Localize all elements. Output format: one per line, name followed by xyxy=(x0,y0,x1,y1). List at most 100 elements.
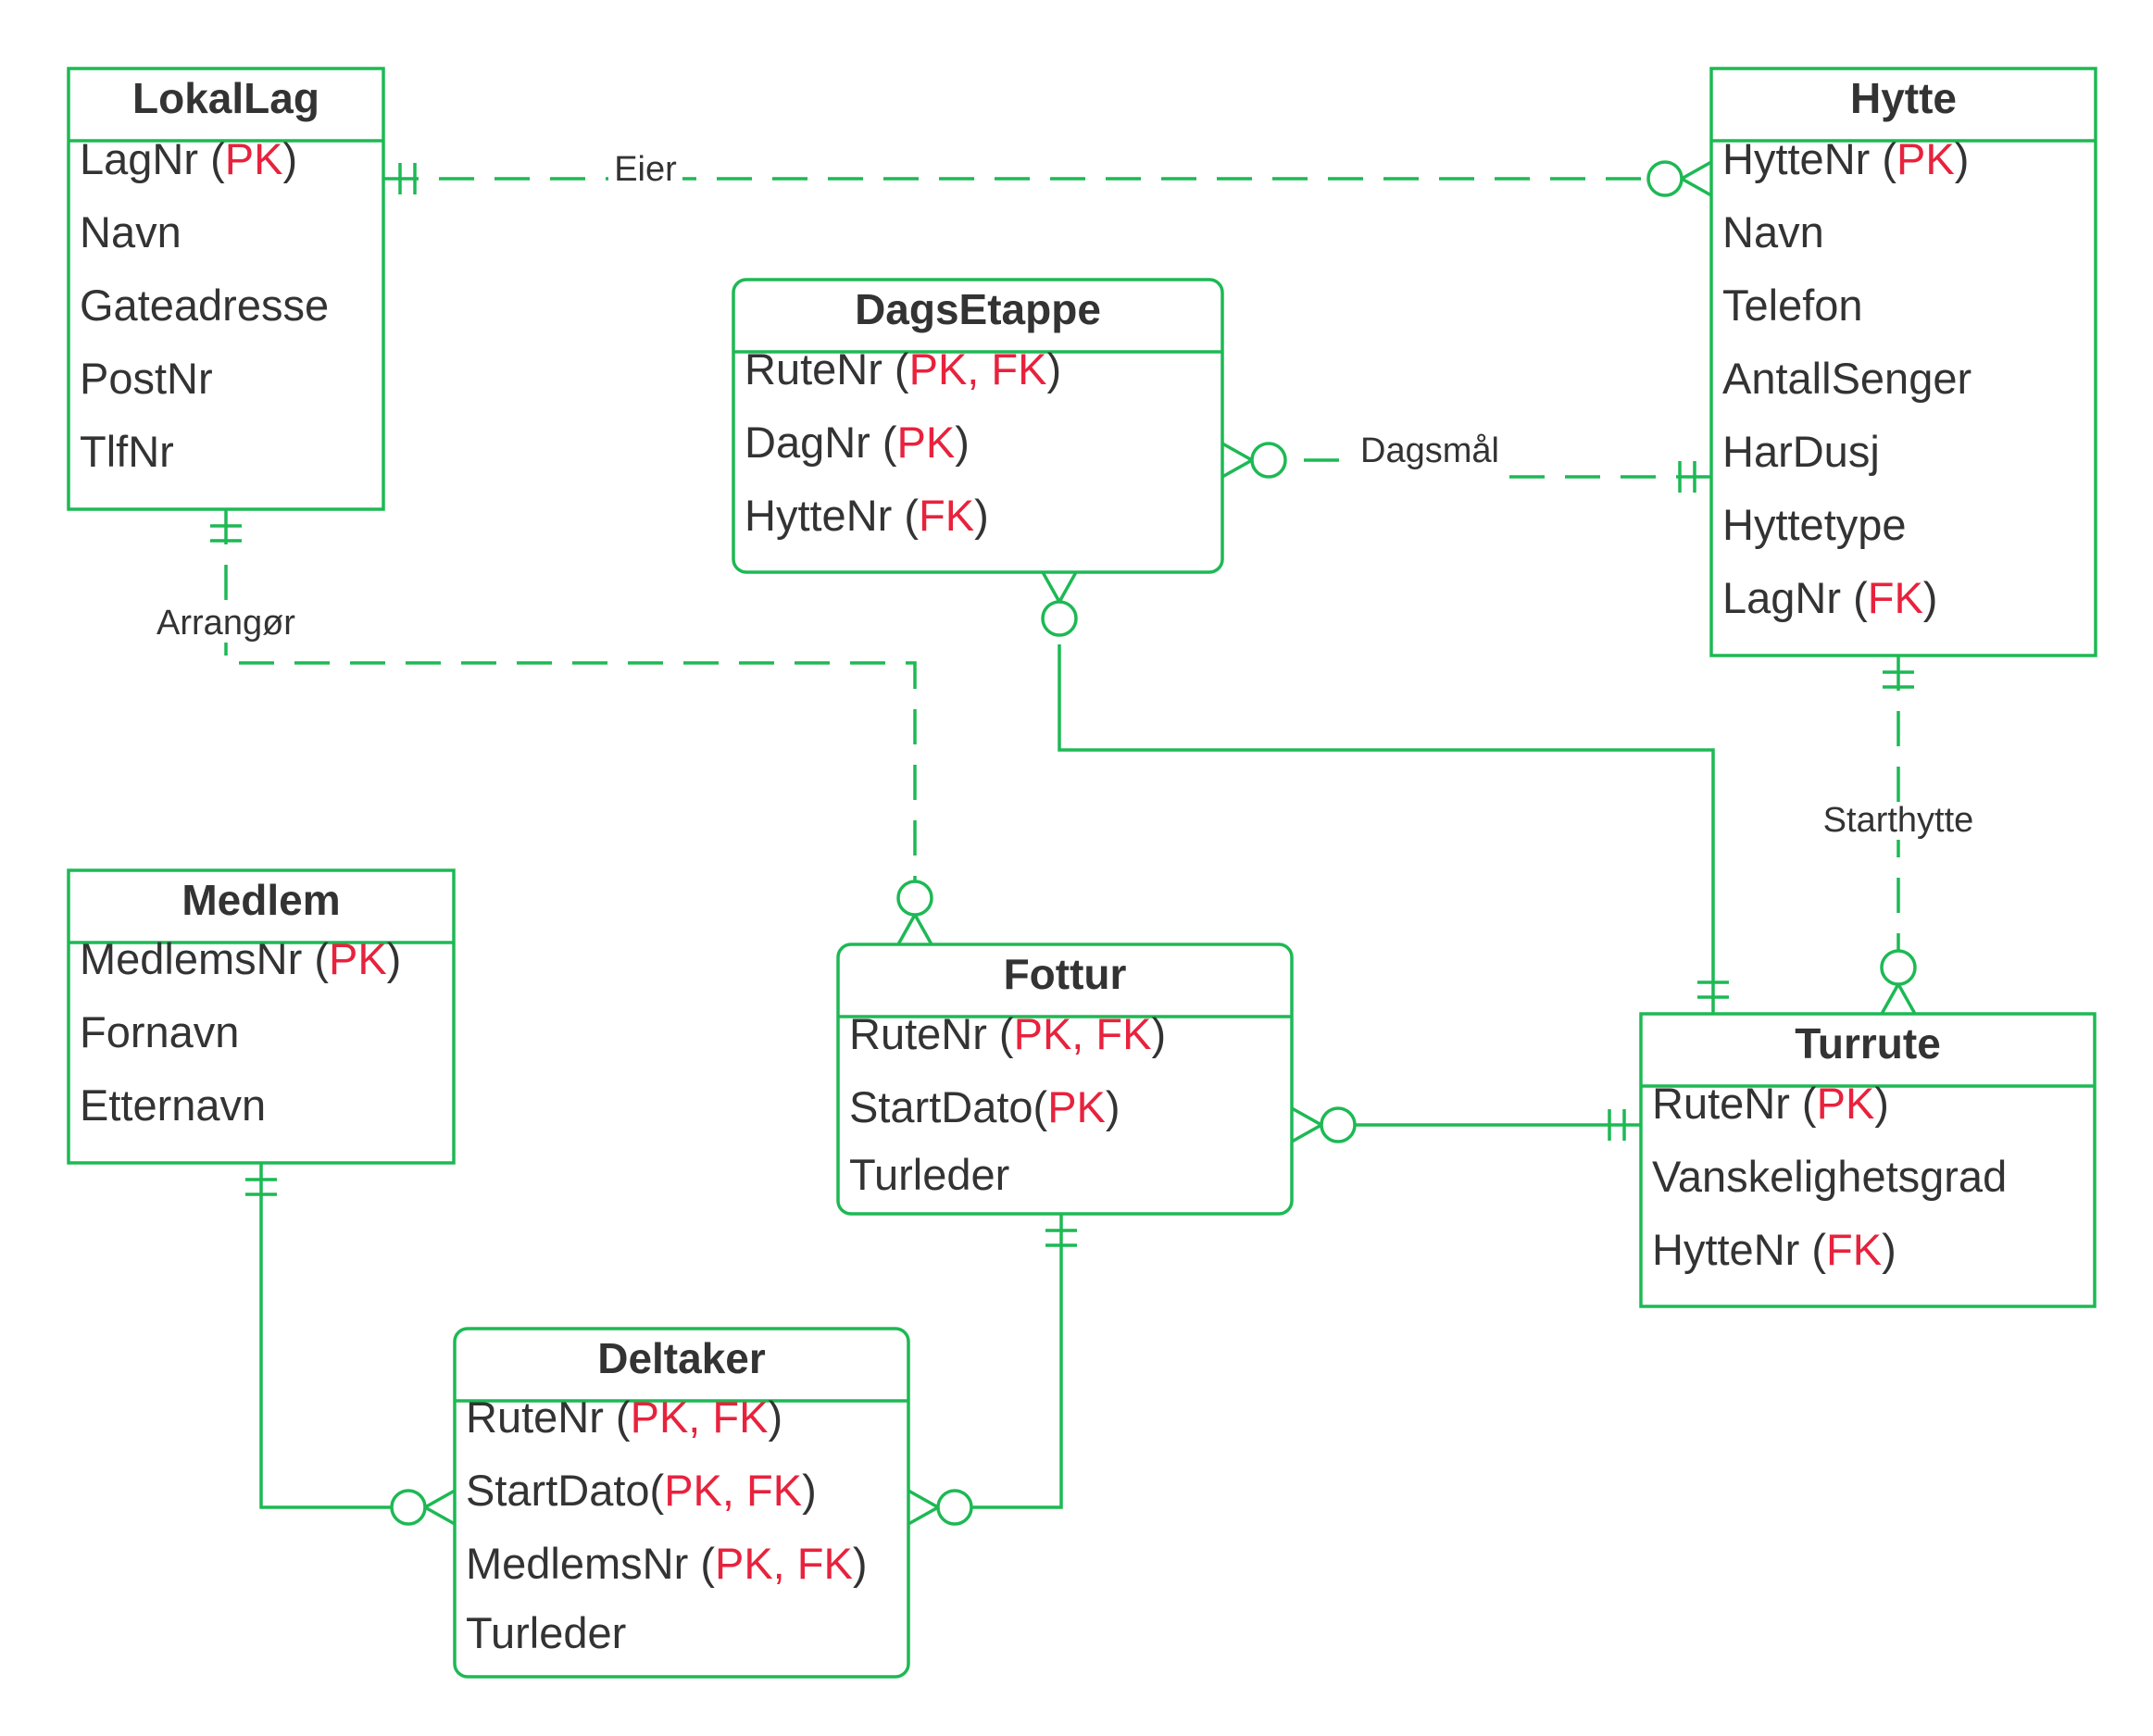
lokallag-attr-postnr: PostNr xyxy=(80,354,213,403)
fottur-attr-startdato: StartDato(PK) xyxy=(849,1082,1120,1131)
attr-close: ) xyxy=(974,491,989,540)
attr-close: ) xyxy=(387,934,402,983)
relationship-connectors xyxy=(210,160,1917,1526)
crow-foot xyxy=(1221,442,1256,479)
fottur-box xyxy=(836,943,1294,1216)
hytte-title: Hytte xyxy=(1850,74,1957,122)
attr-close: ) xyxy=(853,1539,868,1588)
zero-circle xyxy=(1250,442,1287,479)
deltaker-attr-medlemsnr: MedlemsNr (PK, FK) xyxy=(466,1539,868,1588)
medlem-title: Medlem xyxy=(182,876,340,924)
label-bg xyxy=(1810,803,1986,840)
arrangor-end-fottur xyxy=(896,880,933,945)
attr-name: MedlemsNr ( xyxy=(80,934,329,983)
attr-name: Hyttetype xyxy=(1722,500,1907,549)
attr-name: PostNr xyxy=(80,354,213,403)
hytte-box xyxy=(1709,67,2097,657)
attr-name: HytteNr ( xyxy=(1652,1225,1826,1274)
rel-turrute-dagsetappe-line xyxy=(1058,644,1715,1014)
crow-foot xyxy=(896,911,933,945)
medlem-deltaker-end-deltaker xyxy=(390,1489,456,1526)
attr-name: LagNr ( xyxy=(1722,573,1868,622)
attr-name: StartDato( xyxy=(849,1082,1048,1131)
deltaker-box xyxy=(453,1327,910,1679)
attr-key: PK xyxy=(897,418,956,467)
attr-key: PK, FK xyxy=(715,1539,853,1588)
attr-close: ) xyxy=(282,134,297,183)
rel-medlem-deltaker-line xyxy=(259,1163,396,1509)
dagsetappe-attr-dagnr: DagNr (PK) xyxy=(745,418,970,467)
attr-close: ) xyxy=(1955,134,1970,183)
hytte-attr-telefon: Telefon xyxy=(1722,281,1863,330)
attr-key: FK xyxy=(919,491,974,540)
attr-key: PK xyxy=(1047,1082,1106,1131)
deltaker-attr-rutenr: RuteNr (PK, FK) xyxy=(466,1393,782,1442)
medlem-deltaker-end-medlem xyxy=(245,1178,277,1196)
attr-key: PK xyxy=(1896,134,1955,183)
zero-circle xyxy=(1880,949,1917,986)
label-bg xyxy=(608,152,682,189)
attr-close: ) xyxy=(802,1466,817,1515)
attr-name: Navn xyxy=(1722,207,1824,256)
attr-close: ) xyxy=(1874,1079,1889,1128)
medlem-attr-fornavn: Fornavn xyxy=(80,1007,239,1056)
dagsetappe-attr-rutenr: RuteNr (PK, FK) xyxy=(745,344,1061,393)
attr-key: PK, FK xyxy=(909,344,1047,393)
hytte-attr-hyttenr: HytteNr (PK) xyxy=(1722,134,1969,183)
hytte-attr-navn: Navn xyxy=(1722,207,1824,256)
attr-name: HytteNr ( xyxy=(1722,134,1896,183)
label-text: Arrangør xyxy=(156,604,295,643)
fottur-attr-turleder: Turleder xyxy=(849,1150,1009,1199)
fottur-deltaker-end-fottur xyxy=(1045,1229,1077,1247)
deltaker-title: Deltaker xyxy=(597,1334,766,1382)
medlem-attr-medlemsnr: MedlemsNr (PK) xyxy=(80,934,401,983)
attr-name: RuteNr ( xyxy=(1652,1079,1817,1128)
attr-name: StartDato( xyxy=(466,1466,665,1515)
turrute-attr-hyttenr: HytteNr (FK) xyxy=(1652,1225,1896,1274)
attr-close: ) xyxy=(1151,1009,1166,1058)
attr-key: PK xyxy=(1817,1079,1875,1128)
zero-circle xyxy=(896,880,933,917)
attr-name: DagNr ( xyxy=(745,418,897,467)
attr-key: PK xyxy=(225,134,283,183)
attr-key: PK, FK xyxy=(1014,1009,1152,1058)
dagsetappe-attr-hyttenr: HytteNr (FK) xyxy=(745,491,989,540)
fottur-deltaker-end-deltaker xyxy=(908,1489,973,1526)
eier-end-lokallag xyxy=(398,163,417,194)
fottur-title: Fottur xyxy=(1004,950,1127,998)
attr-name: HytteNr ( xyxy=(745,491,919,540)
attr-name: Fornavn xyxy=(80,1007,239,1056)
attr-close: ) xyxy=(1882,1225,1896,1274)
attr-name: HarDusj xyxy=(1722,427,1880,476)
crow-foot xyxy=(1041,571,1078,606)
turrute-attr-rutenr: RuteNr (PK) xyxy=(1652,1079,1889,1128)
attr-name: RuteNr ( xyxy=(745,344,909,393)
turrute-title: Turrute xyxy=(1795,1019,1941,1068)
rel-label-arrangor: Arrangør xyxy=(147,604,305,643)
turrute-box xyxy=(1639,1012,2097,1308)
attr-name: MedlemsNr ( xyxy=(466,1539,715,1588)
hytte-attr-lagnr: LagNr (FK) xyxy=(1722,573,1937,622)
rel-label-starthytte: Starthytte xyxy=(1810,801,1986,840)
rel-fottur-deltaker-line xyxy=(967,1214,1063,1509)
attr-close: ) xyxy=(768,1393,782,1442)
turrute-attr-vanskelighetsgrad: Vanskelighetsgrad xyxy=(1652,1152,2007,1201)
attr-name: RuteNr ( xyxy=(849,1009,1014,1058)
fottur-attr-rutenr: RuteNr (PK, FK) xyxy=(849,1009,1166,1058)
lokallag-title: LokalLag xyxy=(132,74,319,122)
label-text: Starthytte xyxy=(1823,801,1974,840)
dagsetappe-title: DagsEtappe xyxy=(855,285,1101,333)
crow-foot xyxy=(1880,980,1917,1015)
hytte-attr-hyttetype: Hyttetype xyxy=(1722,500,1907,549)
dagsmal-end-hytte xyxy=(1678,461,1696,493)
crow-foot xyxy=(421,1489,456,1526)
attr-key: FK xyxy=(1868,573,1923,622)
attr-name: LagNr ( xyxy=(80,134,225,183)
attr-key: FK xyxy=(1826,1225,1882,1274)
deltaker-attr-turleder: Turleder xyxy=(466,1608,626,1657)
starthytte-end-hytte xyxy=(1883,670,1914,689)
